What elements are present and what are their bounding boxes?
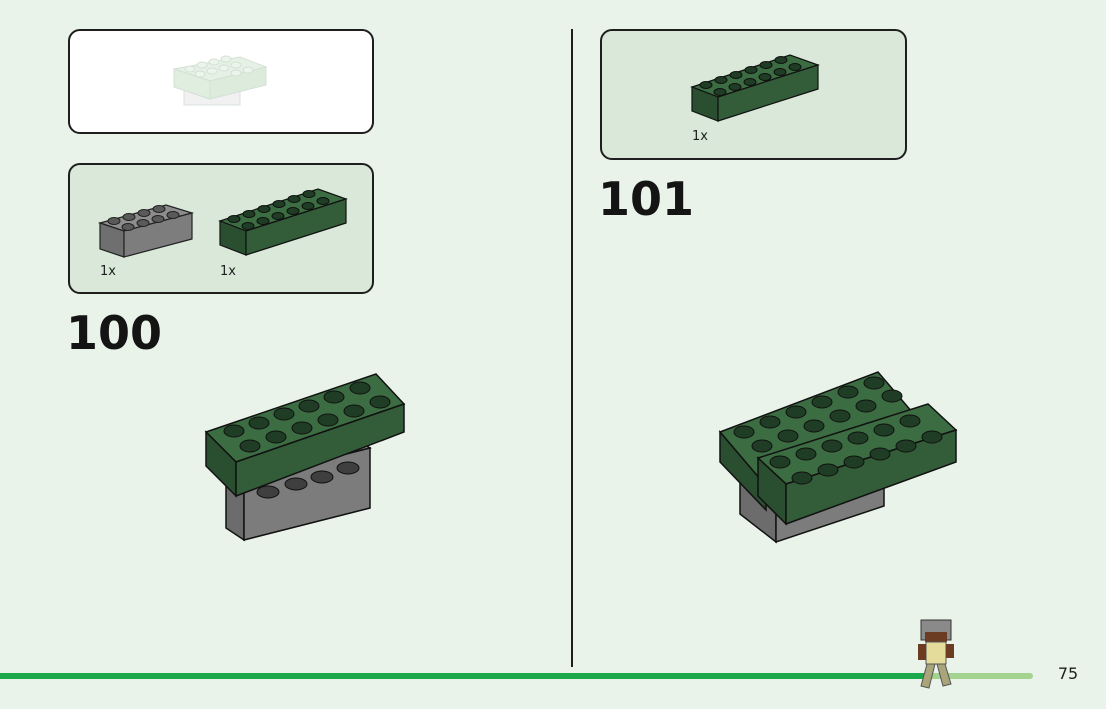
part-quantity: 1x	[692, 129, 708, 144]
step-100-assembly-illustration	[204, 373, 406, 542]
step-number: 100	[66, 306, 163, 360]
walking-character-icon	[918, 619, 954, 689]
page-divider	[571, 29, 573, 667]
dark-green-2x6-brick-part	[690, 54, 820, 122]
step-101-parts-panel: 1x	[600, 29, 907, 160]
gray-2x4-brick-part	[97, 204, 195, 258]
dark-green-2x6-brick-part	[218, 188, 348, 256]
progress-bar-remaining	[930, 673, 1033, 679]
part-quantity: 1x	[220, 264, 236, 279]
step-number: 101	[598, 172, 695, 226]
previous-step-preview-panel	[68, 29, 374, 134]
progress-bar-completed	[0, 673, 930, 679]
page-number: 75	[1057, 664, 1079, 683]
step-101-assembly-illustration	[718, 371, 958, 544]
faded-assembly-preview-illustration	[173, 55, 268, 106]
step-100-parts-panel: 1x 1x	[68, 163, 374, 294]
part-quantity: 1x	[100, 264, 116, 279]
